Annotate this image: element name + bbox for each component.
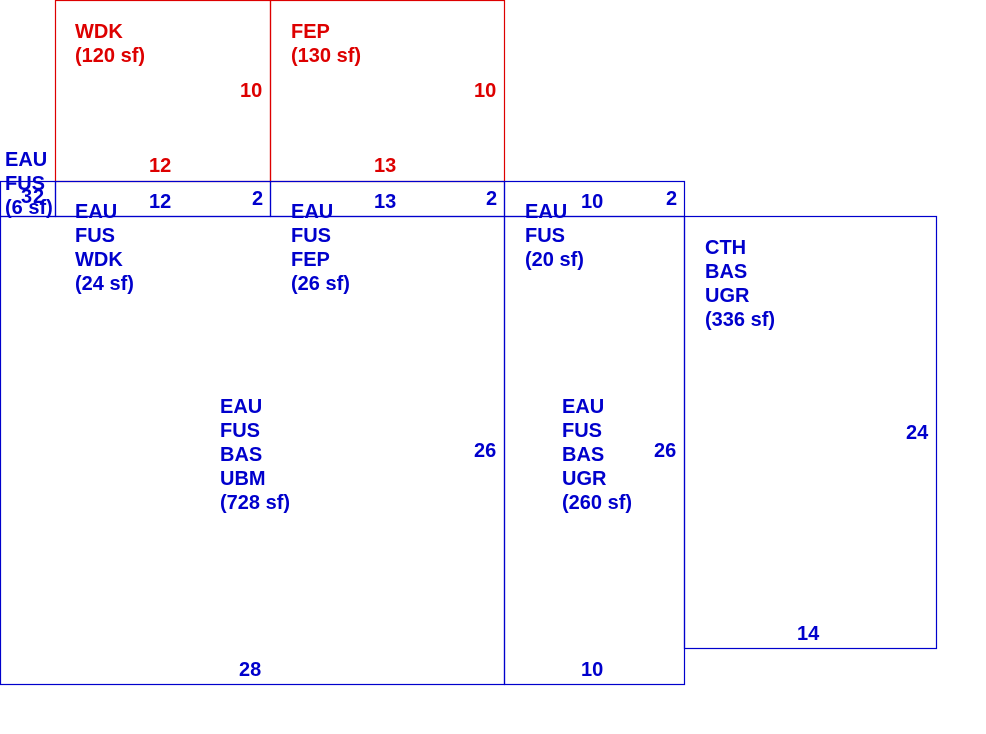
dimension-strip-wdk-side: 2 [252, 188, 263, 210]
area-label-line: (336 sf) [705, 309, 775, 331]
area-label-line: UGR [562, 468, 607, 490]
dimension-fep-bottom: 13 [374, 155, 396, 177]
area-label-line: FEP [291, 249, 330, 271]
area-label-line: (130 sf) [291, 45, 361, 67]
dimension-fep-side: 10 [474, 80, 496, 102]
area-label-line: WDK [75, 21, 123, 43]
area-label-line: EAU [525, 201, 567, 223]
area-label-wdk: WDK(120 sf) [75, 21, 145, 67]
area-label-line: FEP [291, 21, 330, 43]
dimension-ugr-side: 26 [654, 440, 676, 462]
area-label-fep: FEP(130 sf) [291, 21, 361, 67]
dimension-strip-left-b: 2 [33, 186, 44, 208]
dimension-ugr-bottom: 10 [581, 659, 603, 681]
dimension-wdk-bottom: 12 [149, 155, 171, 177]
area-label-line: EAU [291, 201, 333, 223]
area-label-line: FUS [75, 225, 115, 247]
area-label-line: FUS [291, 225, 331, 247]
area-label-line: (260 sf) [562, 492, 632, 514]
area-label-line: (20 sf) [525, 249, 584, 271]
area-label-line: FUS [220, 420, 260, 442]
dimension-strip-left: 3 [21, 186, 32, 208]
area-label-line: (120 sf) [75, 45, 145, 67]
dimension-strip-wdk: 12 [149, 191, 171, 213]
area-label-line: BAS [220, 444, 262, 466]
dimension-strip-right: 10 [581, 191, 603, 213]
area-label-line: (24 sf) [75, 273, 134, 295]
area-outlines [0, 0, 938, 686]
area-label-line: (26 sf) [291, 273, 350, 295]
area-label-line: FUS [5, 173, 45, 195]
dimension-cth-bottom: 14 [797, 623, 820, 645]
area-label-line: (728 sf) [220, 492, 290, 514]
area-label-line: WDK [75, 249, 123, 271]
dimension-cth-side: 24 [906, 422, 929, 444]
area-label-line: UGR [705, 285, 750, 307]
dimension-strip-fep: 13 [374, 191, 396, 213]
outline-cth [683, 215, 938, 650]
dimension-ubm-bottom: 28 [239, 659, 261, 681]
area-label-line: BAS [705, 261, 747, 283]
area-label-line: EAU [5, 149, 47, 171]
area-label-line: FUS [525, 225, 565, 247]
area-label-line: BAS [562, 444, 604, 466]
area-label-line: CTH [705, 237, 746, 259]
dimension-wdk-side: 10 [240, 80, 262, 102]
area-label-line: EAU [75, 201, 117, 223]
area-label-line: EAU [220, 396, 262, 418]
area-label-line: UBM [220, 468, 266, 490]
dimension-strip-right-side: 2 [666, 188, 677, 210]
dimension-ubm-side: 26 [474, 440, 496, 462]
area-label-line: (6 sf) [5, 197, 53, 219]
area-label-line: EAU [562, 396, 604, 418]
dimension-strip-fep-side: 2 [486, 188, 497, 210]
area-label-line: FUS [562, 420, 602, 442]
